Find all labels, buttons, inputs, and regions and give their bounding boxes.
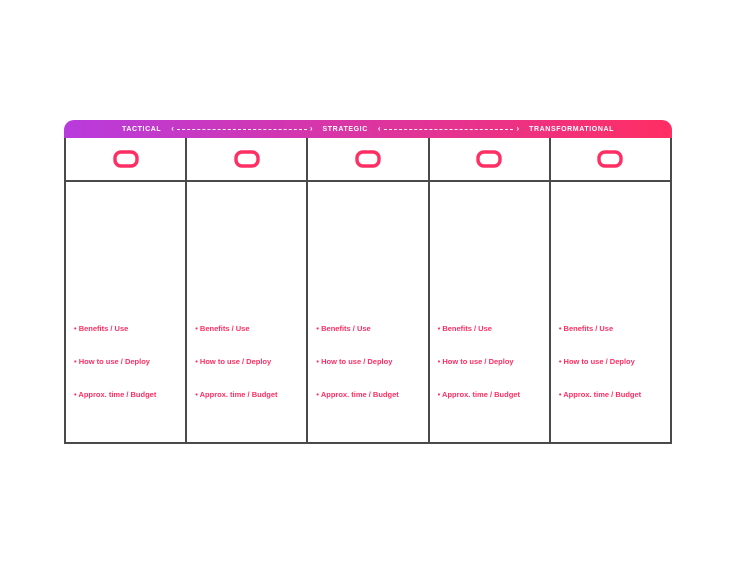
dotted-arrow-icon: ‹ ›	[171, 125, 312, 133]
image-placeholder-icon	[355, 150, 381, 168]
image-placeholder-icon	[476, 150, 502, 168]
bullet-item: • How to use / Deploy	[74, 357, 150, 366]
image-placeholder-icon	[597, 150, 624, 168]
bullet-item: • How to use / Deploy	[558, 357, 635, 366]
maturity-axis-bar: TACTICAL ‹ › STRATEGIC ‹ › TRANSFORMATIO…	[64, 120, 672, 138]
board: TACTICAL ‹ › STRATEGIC ‹ › TRANSFORMATIO…	[64, 120, 672, 444]
bullet-item: • Benefits / Use	[316, 324, 371, 333]
column-5: • Benefits / Use • How to use / Deploy •…	[550, 138, 671, 442]
chevron-right-icon: ›	[309, 124, 313, 133]
dashed-line	[176, 128, 307, 130]
bullet-item: • How to use / Deploy	[437, 357, 514, 366]
image-placeholder-icon	[234, 150, 260, 168]
bullet-item: • Approx. time / Budget	[316, 390, 399, 399]
bullet-item: • Approx. time / Budget	[74, 390, 157, 399]
column-3: • Benefits / Use • How to use / Deploy •…	[308, 138, 430, 442]
dashed-line	[383, 128, 514, 130]
axis-label-strategic: STRATEGIC	[322, 125, 368, 133]
chevron-left-icon: ‹	[377, 124, 381, 133]
bullet-item: • Approx. time / Budget	[558, 390, 642, 399]
bullet-item: • Benefits / Use	[195, 324, 250, 333]
column-1-header	[66, 138, 186, 182]
column-2-body: • Benefits / Use • How to use / Deploy •…	[187, 182, 306, 442]
bullet-item: • Benefits / Use	[74, 324, 129, 333]
column-1: • Benefits / Use • How to use / Deploy •…	[66, 138, 188, 442]
dotted-arrow-icon: ‹ ›	[378, 125, 519, 133]
chevron-left-icon: ‹	[171, 124, 174, 133]
bullet-item: • How to use / Deploy	[316, 357, 393, 366]
column-4-body: • Benefits / Use • How to use / Deploy •…	[430, 182, 549, 442]
axis-label-transformational: TRANSFORMATIONAL	[529, 125, 615, 133]
bullet-item: • Approx. time / Budget	[437, 390, 520, 399]
stages-table: • Benefits / Use • How to use / Deploy •…	[64, 138, 672, 444]
column-3-body: • Benefits / Use • How to use / Deploy •…	[308, 182, 427, 442]
column-4-header	[429, 138, 549, 182]
bullet-item: • Approx. time / Budget	[195, 390, 278, 399]
chevron-right-icon: ›	[516, 124, 520, 133]
column-5-header	[550, 138, 671, 182]
column-1-body: • Benefits / Use • How to use / Deploy •…	[66, 182, 185, 442]
image-placeholder-icon	[112, 150, 139, 168]
bullet-item: • Benefits / Use	[437, 324, 492, 333]
bullet-item: • How to use / Deploy	[195, 357, 272, 366]
column-2: • Benefits / Use • How to use / Deploy •…	[187, 138, 309, 442]
column-4: • Benefits / Use • How to use / Deploy •…	[429, 138, 551, 442]
axis-label-tactical: TACTICAL	[122, 125, 162, 133]
bullet-item: • Benefits / Use	[558, 324, 614, 333]
column-5-body: • Benefits / Use • How to use / Deploy •…	[551, 182, 670, 442]
column-2-header	[187, 138, 307, 182]
column-3-header	[308, 138, 428, 182]
